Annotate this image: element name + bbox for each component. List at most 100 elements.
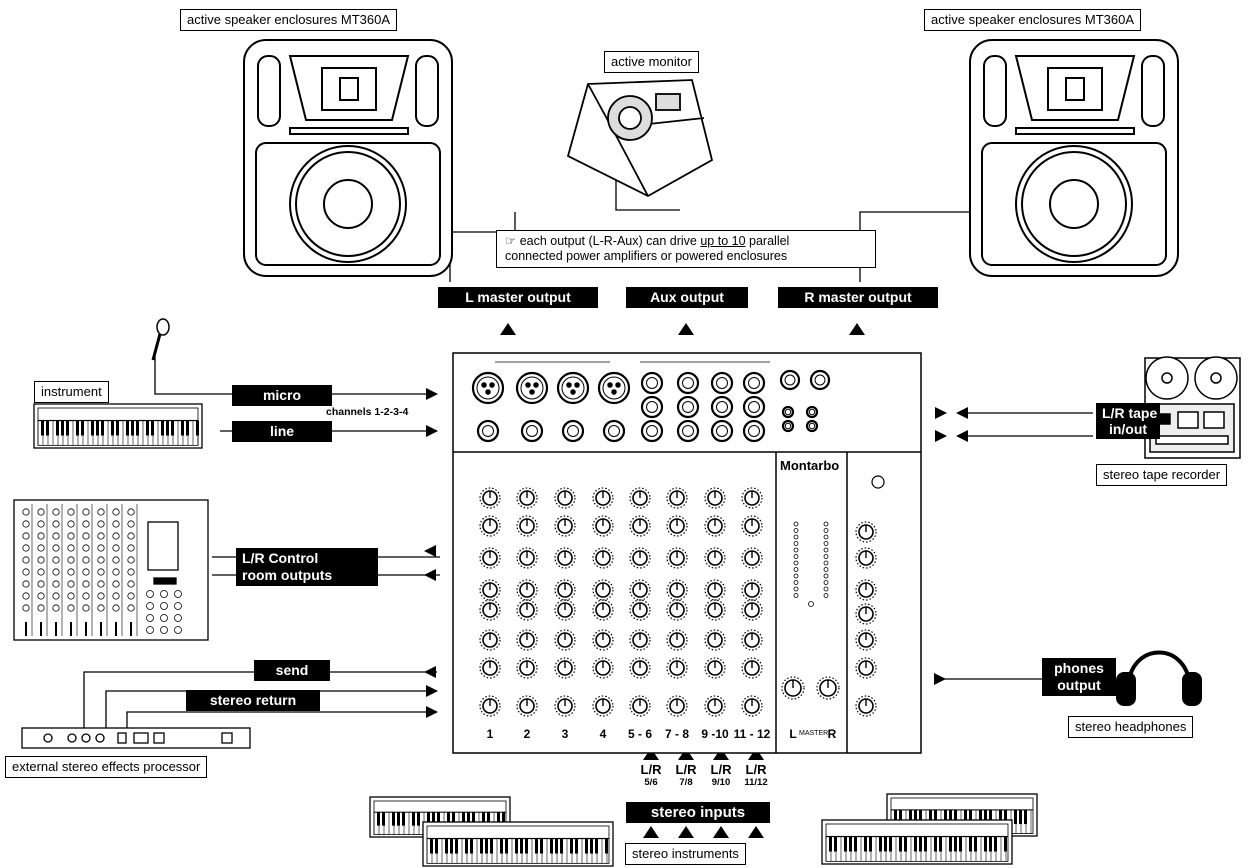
mixer-knob [666, 579, 688, 601]
mixer-knob [741, 599, 763, 621]
mixer-knob [592, 579, 614, 601]
channel-label: 5 - 6 [627, 727, 652, 741]
processor-switch [871, 475, 885, 489]
mixer-knob [629, 657, 651, 679]
mixer-knob [554, 515, 576, 537]
jack-input [476, 419, 500, 443]
meter-led [823, 521, 829, 527]
main-mixer [452, 352, 922, 754]
xlr-input-jack [515, 371, 549, 405]
r-master-output-tag: R master output [778, 287, 938, 308]
speaker-left-label: active speaker enclosures MT360A [180, 9, 398, 31]
wire-return-2 [126, 711, 437, 728]
note-line1: each output (L-R-Aux) can drive [519, 234, 697, 248]
speaker-icon [243, 39, 453, 277]
mixer-knob [629, 599, 651, 621]
line-tag: line [232, 421, 332, 442]
mixer-knob [516, 515, 538, 537]
jack-input [781, 419, 795, 433]
mixer-knob [629, 487, 651, 509]
meter-led [793, 593, 799, 598]
arrow-icon [713, 748, 729, 760]
jack-input [742, 419, 766, 443]
jack-input [742, 371, 766, 395]
arrow-icon [935, 430, 947, 442]
mixer-knob [516, 487, 538, 509]
arrow-icon [426, 685, 438, 697]
mixer-knob [666, 657, 688, 679]
jack-input [805, 419, 819, 433]
stereo-pair-top: L/R [675, 762, 697, 777]
meter-led [823, 541, 829, 546]
mixer-knob [479, 515, 501, 537]
mixer-knob [666, 599, 688, 621]
arrow-icon [500, 323, 516, 335]
mixer-knob [855, 629, 877, 651]
wire-micro [154, 355, 437, 395]
wire-return-1 [105, 690, 437, 728]
jack-input [676, 419, 700, 443]
send-tag: send [254, 660, 330, 681]
mixer-knob [479, 695, 501, 717]
stereo-pair-top: L/R [710, 762, 732, 777]
mixer-knob [855, 579, 877, 601]
phones-output-tag: phones output [1042, 658, 1116, 696]
channel-label: 3 [561, 727, 569, 741]
stereo-pair-top: L/R [640, 762, 662, 777]
arrow-icon [956, 430, 968, 442]
meter-led [793, 586, 799, 592]
meter-led [823, 593, 829, 598]
arrow-icon [849, 323, 865, 335]
monitor-label: active monitor [604, 51, 699, 73]
arrow-icon [678, 826, 694, 838]
arrow-icons [424, 323, 968, 838]
meter-led [823, 528, 829, 533]
mixer-knob [516, 657, 538, 679]
mixer-knob [592, 487, 614, 509]
master-label: L [789, 727, 797, 741]
stereo-pair-bottom: 11/12 [744, 777, 768, 788]
wire-r-master [859, 211, 970, 282]
wire-aux-monitor [615, 168, 680, 211]
arrow-icon [935, 407, 947, 419]
jack-input [676, 395, 700, 419]
mixer-icon [13, 499, 209, 641]
mixer-knob [479, 547, 501, 569]
tape-recorder-label: stereo tape recorder [1096, 464, 1228, 486]
mixer-knob [741, 487, 763, 509]
power-led [808, 601, 814, 607]
arrow-icon [426, 388, 438, 400]
arrow-icon [424, 545, 436, 557]
output-note: ☞ each output (L-R-Aux) can drive up to … [496, 230, 876, 268]
mixer-knob [704, 657, 726, 679]
jack-input [710, 395, 734, 419]
mixer-knob [704, 487, 726, 509]
mixer-knob [629, 695, 651, 717]
control-room-line1: L/R Control [242, 550, 319, 566]
mixer-knob [855, 603, 877, 625]
meter-led [823, 573, 829, 579]
mixer-knob [479, 629, 501, 651]
channel-label: 2 [523, 727, 531, 741]
channel-label: 1 [486, 727, 494, 741]
arrow-icon [426, 425, 438, 437]
keyboard-icon [33, 403, 203, 449]
mixer-knob [479, 657, 501, 679]
mixer-knob [741, 695, 763, 717]
mixer-knob [592, 599, 614, 621]
mixer-knob [479, 579, 501, 601]
mixer-knob [516, 547, 538, 569]
arrow-icon [748, 748, 764, 760]
jack-input [520, 419, 544, 443]
mixer-knob [704, 579, 726, 601]
keyboard-icon [821, 819, 1013, 865]
phones-line1: phones [1054, 660, 1104, 676]
note-line1-end: parallel [749, 234, 790, 248]
mixer-knob [741, 657, 763, 679]
lr-tape-line2: in/out [1108, 421, 1148, 437]
mixer-knob [554, 657, 576, 679]
